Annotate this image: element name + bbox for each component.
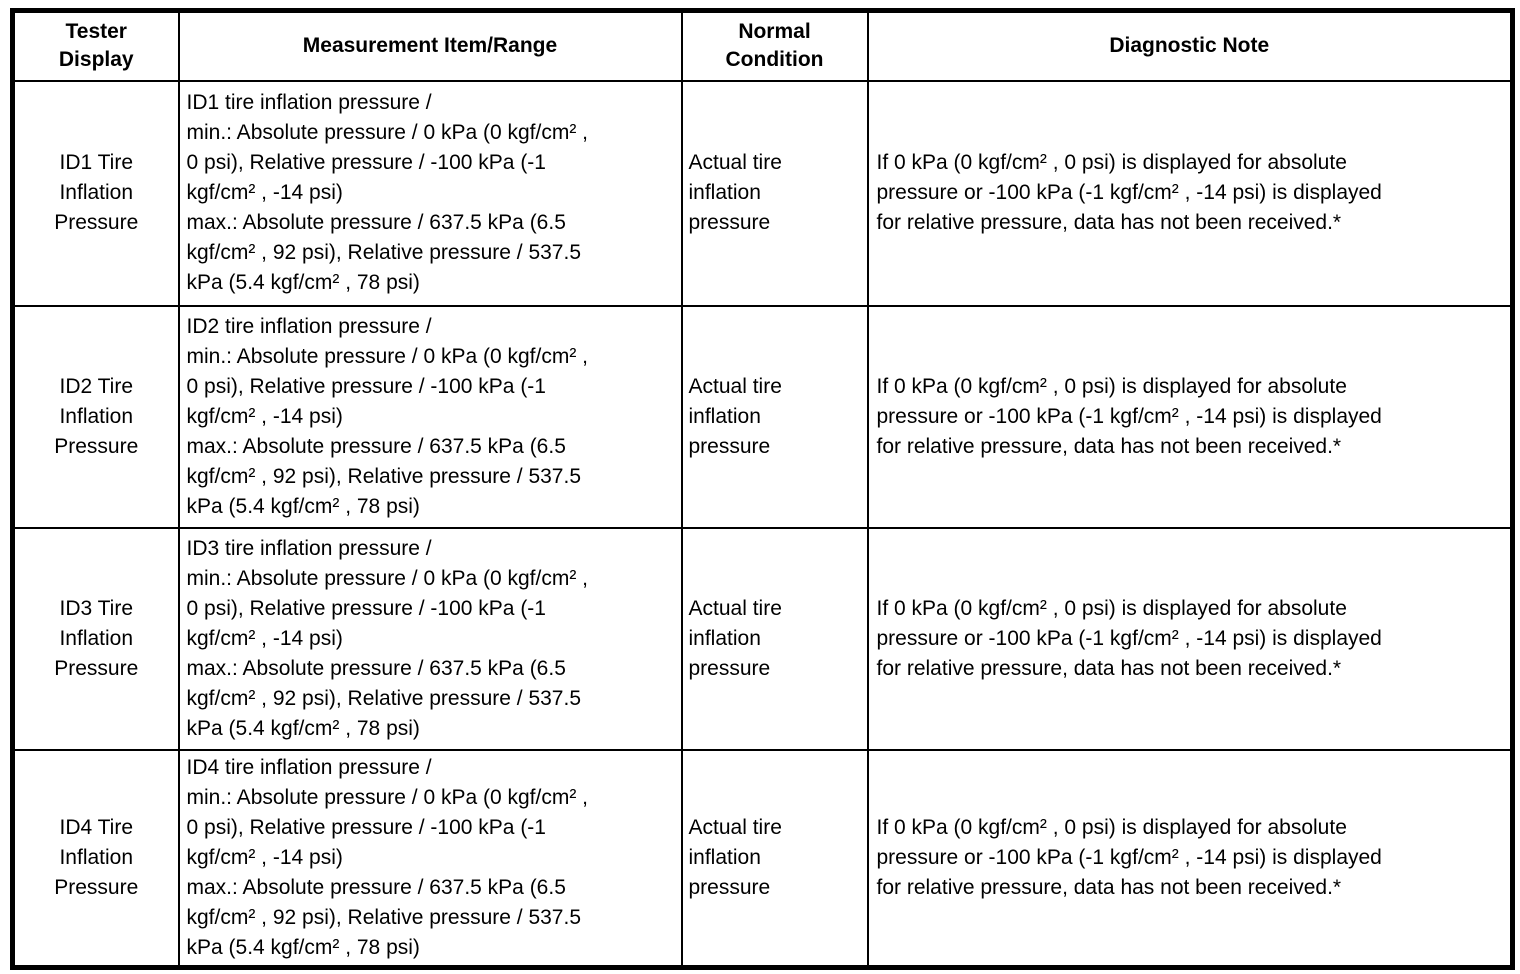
table-row-id3: ID3 Tire Inflation Pressure ID3 tire inf… — [11, 526, 1514, 751]
table-row-id2: ID2 Tire Inflation Pressure ID2 tire inf… — [11, 304, 1514, 529]
table-row-id4: ID4 Tire Inflation Pressure ID4 tire inf… — [11, 748, 1514, 968]
diagnostic-note-cell: If 0 kPa (0 kgf/cm² , 0 psi) is displaye… — [866, 526, 1514, 751]
measurement-item-range-cell: ID3 tire inflation pressure / min.: Abso… — [177, 526, 683, 751]
column-header-tester-display: Tester Display — [11, 9, 180, 82]
tester-display-cell: ID1 Tire Inflation Pressure — [11, 79, 180, 307]
table-row-id1: ID1 Tire Inflation Pressure ID1 tire inf… — [11, 79, 1514, 307]
normal-condition-cell: Actual tire inflation pressure — [680, 748, 869, 968]
tester-display-cell: ID3 Tire Inflation Pressure — [11, 526, 180, 751]
tester-display-cell: ID4 Tire Inflation Pressure — [11, 748, 180, 968]
normal-condition-cell: Actual tire inflation pressure — [680, 79, 869, 307]
measurement-item-range-cell: ID4 tire inflation pressure / min.: Abso… — [177, 748, 683, 968]
diagnostic-data-table: Tester Display Measurement Item/Range No… — [10, 8, 1515, 970]
column-header-measurement-item-range: Measurement Item/Range — [177, 9, 683, 82]
measurement-item-range-cell: ID2 tire inflation pressure / min.: Abso… — [177, 304, 683, 529]
header-row: Tester Display Measurement Item/Range No… — [11, 9, 1514, 82]
normal-condition-cell: Actual tire inflation pressure — [680, 304, 869, 529]
column-header-diagnostic-note: Diagnostic Note — [866, 9, 1514, 82]
column-header-normal-condition: Normal Condition — [680, 9, 869, 82]
diagnostic-note-cell: If 0 kPa (0 kgf/cm² , 0 psi) is displaye… — [866, 304, 1514, 529]
diagnostic-note-cell: If 0 kPa (0 kgf/cm² , 0 psi) is displaye… — [866, 748, 1514, 968]
tester-display-cell: ID2 Tire Inflation Pressure — [11, 304, 180, 529]
measurement-item-range-cell: ID1 tire inflation pressure / min.: Abso… — [177, 79, 683, 307]
diagnostic-note-cell: If 0 kPa (0 kgf/cm² , 0 psi) is displaye… — [866, 79, 1514, 307]
normal-condition-cell: Actual tire inflation pressure — [680, 526, 869, 751]
